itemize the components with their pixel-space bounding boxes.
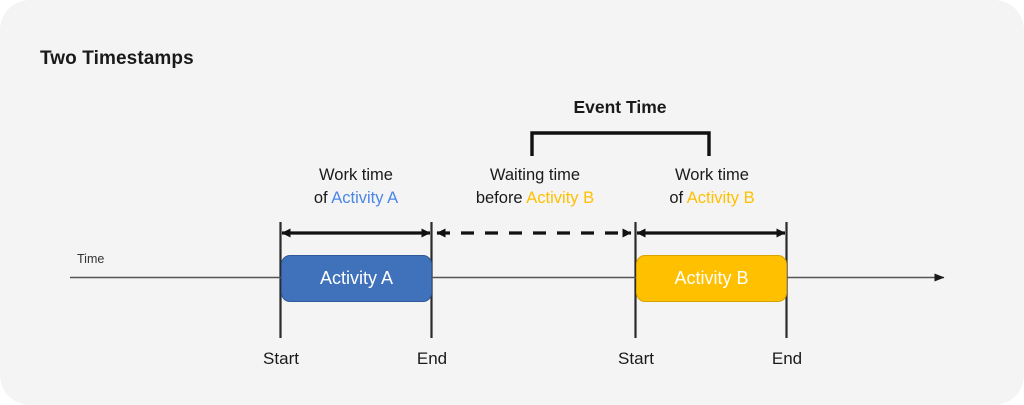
segment-label-waiting-time-before-activity-b: Waiting time before Activity B — [444, 164, 626, 210]
segment-label-highlight: Activity B — [686, 189, 755, 207]
segment-label-line2: of Activity B — [632, 187, 792, 210]
activity-b-box[interactable]: Activity B — [636, 255, 787, 302]
tick-label-activity-b-end: End — [771, 349, 803, 368]
segment-label-line1: Work time — [675, 166, 749, 184]
segment-label-work-time-activity-b: Work time of Activity B — [632, 164, 792, 210]
page-title: Two Timestamps — [40, 48, 194, 69]
segment-label-line2: of Activity A — [276, 187, 436, 210]
time-axis-label: Time — [77, 252, 105, 266]
tick-label-activity-b-start: Start — [618, 349, 654, 368]
segment-label-line1: Work time — [319, 166, 393, 184]
activity-a-label: Activity A — [319, 268, 394, 288]
tick-label-activity-a-end: End — [416, 349, 448, 368]
segment-label-line1: Waiting time — [489, 166, 581, 184]
segment-label-highlight: Activity B — [526, 189, 595, 207]
segment-label-work-time-activity-a: Work time of Activity A — [276, 164, 436, 210]
event-time-label: Event Time — [573, 97, 667, 117]
segment-label-prefix: before — [475, 189, 527, 207]
activity-a-box[interactable]: Activity A — [281, 255, 432, 302]
segment-label-highlight: Activity A — [331, 189, 399, 207]
segment-label-prefix: of — [669, 189, 687, 207]
segment-label-line2: before Activity B — [444, 187, 626, 210]
tick-label-activity-a-start: Start — [263, 349, 299, 368]
activity-b-label: Activity B — [674, 268, 749, 288]
segment-label-prefix: of — [313, 189, 332, 207]
event-time-bracket — [530, 131, 711, 156]
